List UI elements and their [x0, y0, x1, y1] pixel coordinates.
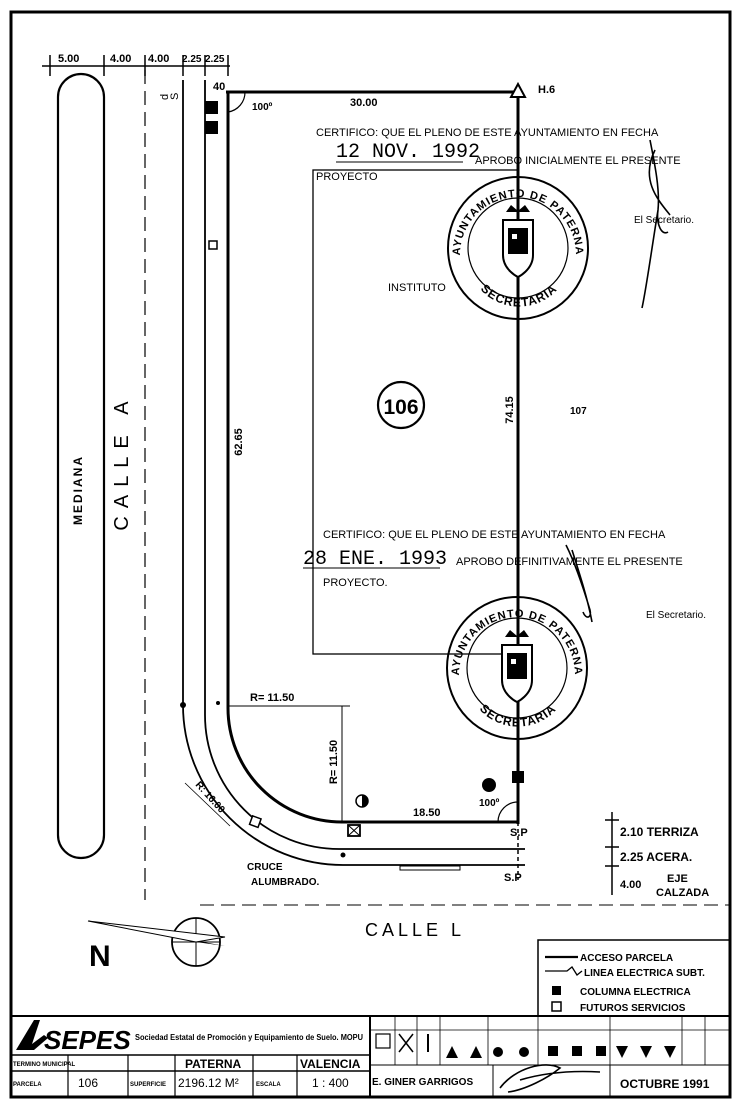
sp-label-1: S.P	[510, 827, 528, 839]
legend-item-electric-line: LINEA ELECTRICA SUBT.	[584, 968, 705, 979]
certificate-2-date: 28 ENE. 1993	[303, 548, 447, 571]
section-eje-line2: CALZADA	[656, 887, 709, 899]
column-electric-icon	[512, 771, 524, 783]
neighbor-plot-number: 107	[570, 406, 587, 417]
top-dim-5: 2.25	[205, 54, 225, 65]
legend-item-column: COLUMNA ELECTRICA	[580, 987, 691, 998]
dim-bottom: 18.50	[413, 807, 441, 819]
termino-label: TERMINO MUNICIPAL	[13, 1062, 76, 1068]
triangle-marker-icon	[509, 81, 527, 98]
future-services-icon	[208, 240, 218, 250]
legend-item-access: ACCESO PARCELA	[580, 953, 673, 964]
author-name: E. GINER GARRIGOS	[372, 1077, 473, 1088]
certificate-2-secretary: El Secretario.	[646, 610, 706, 621]
cruce-label-line2: ALUMBRADO.	[251, 877, 320, 888]
project-rectangle	[312, 169, 519, 655]
section-eje-value: 4.00	[620, 879, 641, 891]
median-strip	[56, 72, 106, 860]
legend-item-future-services: FUTUROS SERVICIOS	[580, 1003, 686, 1014]
sepes-logo: SEPES	[16, 1020, 131, 1055]
building-label: INSTITUTO	[388, 282, 446, 294]
superficie-value: 2196.12 M²	[178, 1076, 239, 1090]
section-acera: 2.25 ACERA.	[620, 850, 692, 864]
localidad-value: PATERNA	[185, 1057, 242, 1071]
legend-column-icon	[552, 986, 561, 995]
provincia-value: VALENCIA	[300, 1057, 361, 1071]
top-dim-3: 4.00	[148, 53, 169, 65]
certificate-2-line2: APROBO DEFINITIVAMENTE EL PRESENTE	[456, 556, 683, 568]
escala-value: 1 : 400	[312, 1076, 349, 1090]
radius-outer: R: 16.00	[193, 780, 227, 816]
angle-bottom-right: 100º	[479, 798, 500, 809]
certificate-1-line1: CERTIFICO: QUE EL PLENO DE ESTE AYUNTAMI…	[316, 127, 659, 139]
legend-future-services-icon	[551, 1001, 562, 1012]
legend-electric-line-icon	[545, 966, 583, 976]
mediana-label: MEDIANA	[71, 455, 85, 525]
certificate-1-secretary: El Secretario.	[634, 215, 694, 226]
top-mark-d: d	[159, 94, 171, 100]
north-arrow-icon	[87, 917, 226, 967]
parcela-label: PARCELA	[13, 1082, 42, 1088]
dim-right: 74.15	[504, 396, 516, 424]
street-light-crossing-icon	[248, 814, 263, 829]
author-signature	[499, 1064, 601, 1093]
radius-left: R= 11.50	[328, 740, 340, 784]
sepes-logo-text: SEPES	[44, 1025, 131, 1055]
title-block	[11, 1015, 730, 1097]
column-electric-icon	[205, 101, 218, 114]
signature-2	[565, 544, 593, 623]
sp-label-2: S.P	[504, 872, 522, 884]
plot-number: 106	[383, 396, 418, 419]
date-value: OCTUBRE 1991	[620, 1077, 710, 1091]
top-mark-40: 40	[213, 81, 225, 93]
escala-label: ESCALA	[256, 1082, 281, 1088]
top-dim-2: 4.00	[110, 53, 131, 65]
calle-a-label: CALLE A	[111, 393, 133, 530]
signature-1	[641, 139, 671, 309]
dim-left: 62.65	[233, 428, 245, 456]
certificate-2-line3: PROYECTO.	[323, 577, 388, 589]
top-dim-4: 2.25	[182, 54, 202, 65]
column-electric-icon	[205, 121, 218, 134]
calle-l-label: CALLE L	[365, 920, 465, 940]
certificate-1-date: 12 NOV. 1992	[336, 141, 480, 164]
top-mark-s: S	[169, 93, 181, 100]
stamp-1: AYUNTAMIENTO DE PATERNA SECRETARIA	[447, 176, 589, 320]
company-name: Sociedad Estatal de Promoción y Equipami…	[135, 1033, 363, 1042]
certificate-2-line1: CERTIFICO: QUE EL PLENO DE ESTE AYUNTAMI…	[323, 529, 666, 541]
corner-label: H.6	[538, 84, 555, 96]
parcela-value: 106	[78, 1076, 98, 1090]
radius-top: R= 11.50	[250, 692, 294, 704]
utility-markers	[205, 101, 524, 880]
sidewalk-curves	[180, 80, 525, 866]
dim-top: 30.00	[350, 97, 378, 109]
north-label: N	[89, 940, 111, 973]
stamp-2: AYUNTAMIENTO DE PATERNA SECRETARIA	[446, 596, 588, 740]
superficie-label: SUPERFICIE	[130, 1082, 166, 1088]
certificate-1-line3: PROYECTO	[316, 171, 378, 183]
filled-circle-marker-icon	[482, 778, 496, 792]
top-dim-1: 5.00	[58, 53, 79, 65]
plot-number-circle	[376, 380, 426, 430]
radius-dimensions	[184, 698, 350, 827]
legend: ACCESO PARCELA LINEA ELECTRICA SUBT. COL…	[545, 953, 705, 1014]
angle-top-left: 100º	[252, 102, 273, 113]
street-section	[605, 812, 619, 895]
certificate-1-line2: APROBO INICIALMENTE EL PRESENTE	[475, 155, 681, 167]
cruce-label-line1: CRUCE	[247, 862, 283, 873]
section-eje-line1: EJE	[667, 873, 688, 885]
section-terraza: 2.10 TERRIZA	[620, 825, 699, 839]
